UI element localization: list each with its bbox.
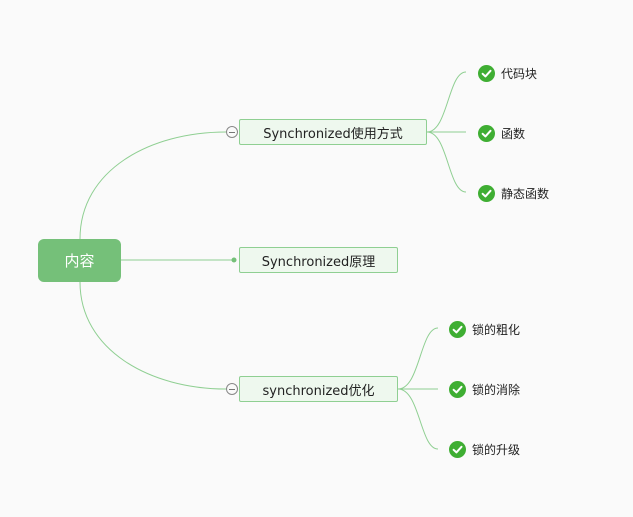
- branch-topic-label: synchronized优化: [262, 383, 375, 399]
- check-circle-icon: [449, 380, 466, 398]
- branch-2-anchor-dot: [231, 257, 237, 263]
- check-circle-icon: [478, 64, 495, 82]
- leaf-topic-label: 函数: [501, 126, 526, 141]
- leaf-topic-lock-upgrade[interactable]: 锁的升级: [449, 439, 520, 459]
- branch-topic-usage[interactable]: Synchronized使用方式: [239, 119, 427, 145]
- leaf-topic-code-block[interactable]: 代码块: [478, 63, 537, 83]
- leaf-topic-label: 代码块: [501, 66, 538, 81]
- branch-topic-label: Synchronized原理: [261, 254, 376, 270]
- check-circle-icon: [478, 184, 495, 202]
- leaf-topic-label: 锁的升级: [472, 442, 521, 457]
- branch-topic-optimization[interactable]: synchronized优化: [239, 376, 398, 402]
- connector-branch-1-leaf-3: [426, 131, 467, 193]
- branch-topic-label: Synchronized使用方式: [263, 126, 403, 142]
- leaf-topic-function[interactable]: 函数: [478, 123, 525, 143]
- root-topic-label: 内容: [64, 252, 95, 270]
- leaf-topic-label: 锁的粗化: [472, 322, 521, 337]
- connector-branch-3-leaf-1: [397, 327, 439, 390]
- leaf-topic-lock-elimination[interactable]: 锁的消除: [449, 379, 520, 399]
- connector-root-branch-3: [79, 281, 227, 390]
- leaf-topic-lock-coarsening[interactable]: 锁的粗化: [449, 319, 520, 339]
- leaf-topic-label: 静态函数: [501, 186, 550, 201]
- connector-branch-3-leaf-3: [397, 388, 439, 450]
- check-circle-icon: [449, 440, 466, 458]
- connector-root-branch-1: [79, 131, 227, 240]
- connector-branch-1-leaf-1: [426, 71, 467, 133]
- check-circle-icon: [449, 320, 466, 338]
- branch-topic-principle[interactable]: Synchronized原理: [239, 247, 398, 273]
- leaf-topic-static-function[interactable]: 静态函数: [478, 183, 549, 203]
- root-topic[interactable]: 内容: [38, 239, 121, 282]
- collapse-circle-icon[interactable]: [226, 126, 238, 138]
- collapse-circle-icon[interactable]: [226, 383, 238, 395]
- check-circle-icon: [478, 124, 495, 142]
- leaf-topic-label: 锁的消除: [472, 382, 521, 397]
